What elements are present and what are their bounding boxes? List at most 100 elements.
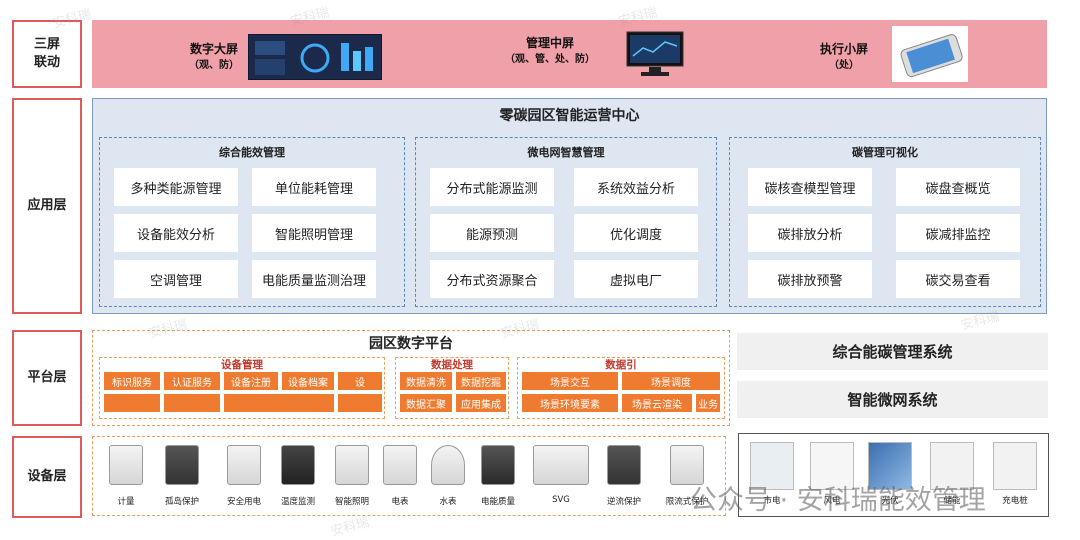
app-item[interactable]: 碳排放预警 <box>748 260 872 298</box>
energy-label: 风电 <box>823 496 841 506</box>
device-elec-meter: 电表 <box>373 445 427 507</box>
app-item[interactable]: 多种类能源管理 <box>114 168 238 206</box>
platform-item[interactable]: 应用集成 <box>456 394 506 412</box>
device-label: 智能照明 <box>334 497 369 507</box>
system-carbon-mgmt[interactable]: 综合能碳管理系统 <box>737 333 1048 370</box>
app-item[interactable]: 单位能耗管理 <box>252 168 376 206</box>
energy-pv: 光伏 <box>865 442 915 506</box>
screen-medium: 管理中屏 （观、管、处、防） <box>490 34 610 67</box>
energy-wind: 风电 <box>807 442 857 506</box>
platform-item[interactable]: 场景调度 <box>622 372 720 390</box>
platform-item-blank <box>104 394 160 412</box>
app-item[interactable]: 系统效益分析 <box>574 168 698 206</box>
battery-cabinet-icon <box>930 442 974 490</box>
energy-label: 光伏 <box>881 496 899 506</box>
app-item[interactable]: 能源预测 <box>430 214 554 252</box>
layer-label-screen: 三屏 联动 <box>12 20 82 88</box>
app-item[interactable]: 碳交易查看 <box>896 260 1020 298</box>
thermometer-icon <box>281 445 315 485</box>
device-label: 温度监测 <box>280 497 315 507</box>
group-title: 综合能效管理 <box>219 146 285 159</box>
screen-large: 数字大屏 （观、防） <box>174 40 254 73</box>
layer-label-platform: 平台层 <box>12 330 82 426</box>
platform-item[interactable]: 数据清洗 <box>400 372 452 390</box>
svg-cabinet-icon <box>533 445 589 485</box>
device-label: 限流式保护 <box>665 497 709 507</box>
app-item[interactable]: 优化调度 <box>574 214 698 252</box>
platform-item[interactable]: 数据挖掘 <box>456 372 506 390</box>
device-meter: 计量 <box>99 445 153 507</box>
app-item[interactable]: 碳盘查概览 <box>896 168 1020 206</box>
energy-grid: 市电 <box>747 442 797 506</box>
power-tower-icon <box>750 442 794 490</box>
group-microgrid: 微电网智慧管理 分布式能源监测 系统效益分析 能源预测 优化调度 分布式资源聚合… <box>415 137 717 307</box>
energy-sources: 市电 风电 光伏 储能 充电桩 <box>738 433 1049 517</box>
breaker-icon <box>227 445 261 485</box>
solar-panel-icon <box>868 442 912 490</box>
device-layer: 计量 孤岛保护 安全用电 温度监测 智能照明 电表 水表 电能质量 SVG 逆流… <box>92 436 726 516</box>
system-microgrid[interactable]: 智能微网系统 <box>737 381 1048 418</box>
monitor-icon <box>625 30 685 78</box>
reverse-protect-icon <box>607 445 641 485</box>
platform-item[interactable]: 场景交互 <box>522 372 618 390</box>
electric-meter-icon <box>383 445 417 485</box>
device-label: 水表 <box>439 497 457 507</box>
device-current-limit: 限流式保护 <box>657 445 717 507</box>
screen-small: 执行小屏 （处） <box>804 40 884 73</box>
app-item[interactable]: 碳减排监控 <box>896 214 1020 252</box>
screen-large-sub: （观、防） <box>189 60 239 71</box>
screen-medium-title: 管理中屏 <box>525 36 574 50</box>
device-water-meter: 水表 <box>421 445 475 507</box>
data-engine-title: 数据引 <box>605 359 637 371</box>
platform-item-blank <box>338 394 382 412</box>
screen-small-title: 执行小屏 <box>819 42 868 56</box>
device-svg: SVG <box>529 445 593 505</box>
energy-label: 市电 <box>763 496 781 506</box>
platform-item[interactable]: 设备注册 <box>224 372 278 390</box>
platform-item[interactable]: 认证服务 <box>164 372 220 390</box>
device-mgmt-title: 设备管理 <box>221 359 263 371</box>
device-lighting: 智能照明 <box>325 445 379 507</box>
screen-small-sub: （处） <box>829 60 859 71</box>
charging-pile-icon <box>993 442 1037 490</box>
platform-item[interactable]: 标识服务 <box>104 372 160 390</box>
app-item[interactable]: 空调管理 <box>114 260 238 298</box>
layer-label-app: 应用层 <box>12 98 82 314</box>
brand-watermark: 公众号 · 安科瑞能效管理 <box>690 485 986 516</box>
lighting-module-icon <box>335 445 369 485</box>
screen-band: 数字大屏 （观、防） 管理中屏 （观、管、处、防） 执行小屏 （处） <box>92 20 1047 88</box>
app-item[interactable]: 碳排放分析 <box>748 214 872 252</box>
device-label: 电表 <box>391 497 409 507</box>
app-item[interactable]: 虚拟电厂 <box>574 260 698 298</box>
wind-turbine-icon <box>810 442 854 490</box>
energy-label: 储能 <box>943 496 961 506</box>
device-mgmt-group: 设备管理 标识服务 认证服务 设备注册 设备档案 设 <box>99 357 385 419</box>
device-label: 孤岛保护 <box>164 497 199 507</box>
app-item[interactable]: 分布式能源监测 <box>430 168 554 206</box>
app-item[interactable]: 电能质量监测治理 <box>252 260 376 298</box>
layer-label-device: 设备层 <box>12 436 82 518</box>
device-label: 逆流保护 <box>606 497 641 507</box>
group-energy-efficiency: 综合能效管理 多种类能源管理 单位能耗管理 设备能效分析 智能照明管理 空调管理… <box>99 137 405 307</box>
energy-storage: 储能 <box>927 442 977 506</box>
platform-layer: 园区数字平台 设备管理 标识服务 认证服务 设备注册 设备档案 设 数据处理 数… <box>92 330 730 426</box>
platform-item[interactable]: 设备档案 <box>282 372 334 390</box>
device-temperature: 温度监测 <box>271 445 325 507</box>
app-item[interactable]: 分布式资源聚合 <box>430 260 554 298</box>
data-proc-title: 数据处理 <box>431 359 473 371</box>
current-limit-icon <box>670 445 704 485</box>
platform-item[interactable]: 数据汇聚 <box>400 394 452 412</box>
platform-item[interactable]: 业务 <box>696 394 720 412</box>
power-quality-icon <box>481 445 515 485</box>
phone-image <box>892 26 968 82</box>
platform-item-blank <box>164 394 220 412</box>
platform-item[interactable]: 场景云渲染 <box>622 394 692 412</box>
app-item[interactable]: 设备能效分析 <box>114 214 238 252</box>
data-proc-group: 数据处理 数据清洗 数据挖掘 数据汇聚 应用集成 <box>395 357 509 419</box>
app-item[interactable]: 智能照明管理 <box>252 214 376 252</box>
platform-item[interactable]: 设 <box>338 372 382 390</box>
app-item[interactable]: 碳核查模型管理 <box>748 168 872 206</box>
energy-label: 充电桩 <box>1002 496 1028 506</box>
group-title: 微电网智慧管理 <box>527 146 605 159</box>
platform-item[interactable]: 场景环境要素 <box>522 394 618 412</box>
